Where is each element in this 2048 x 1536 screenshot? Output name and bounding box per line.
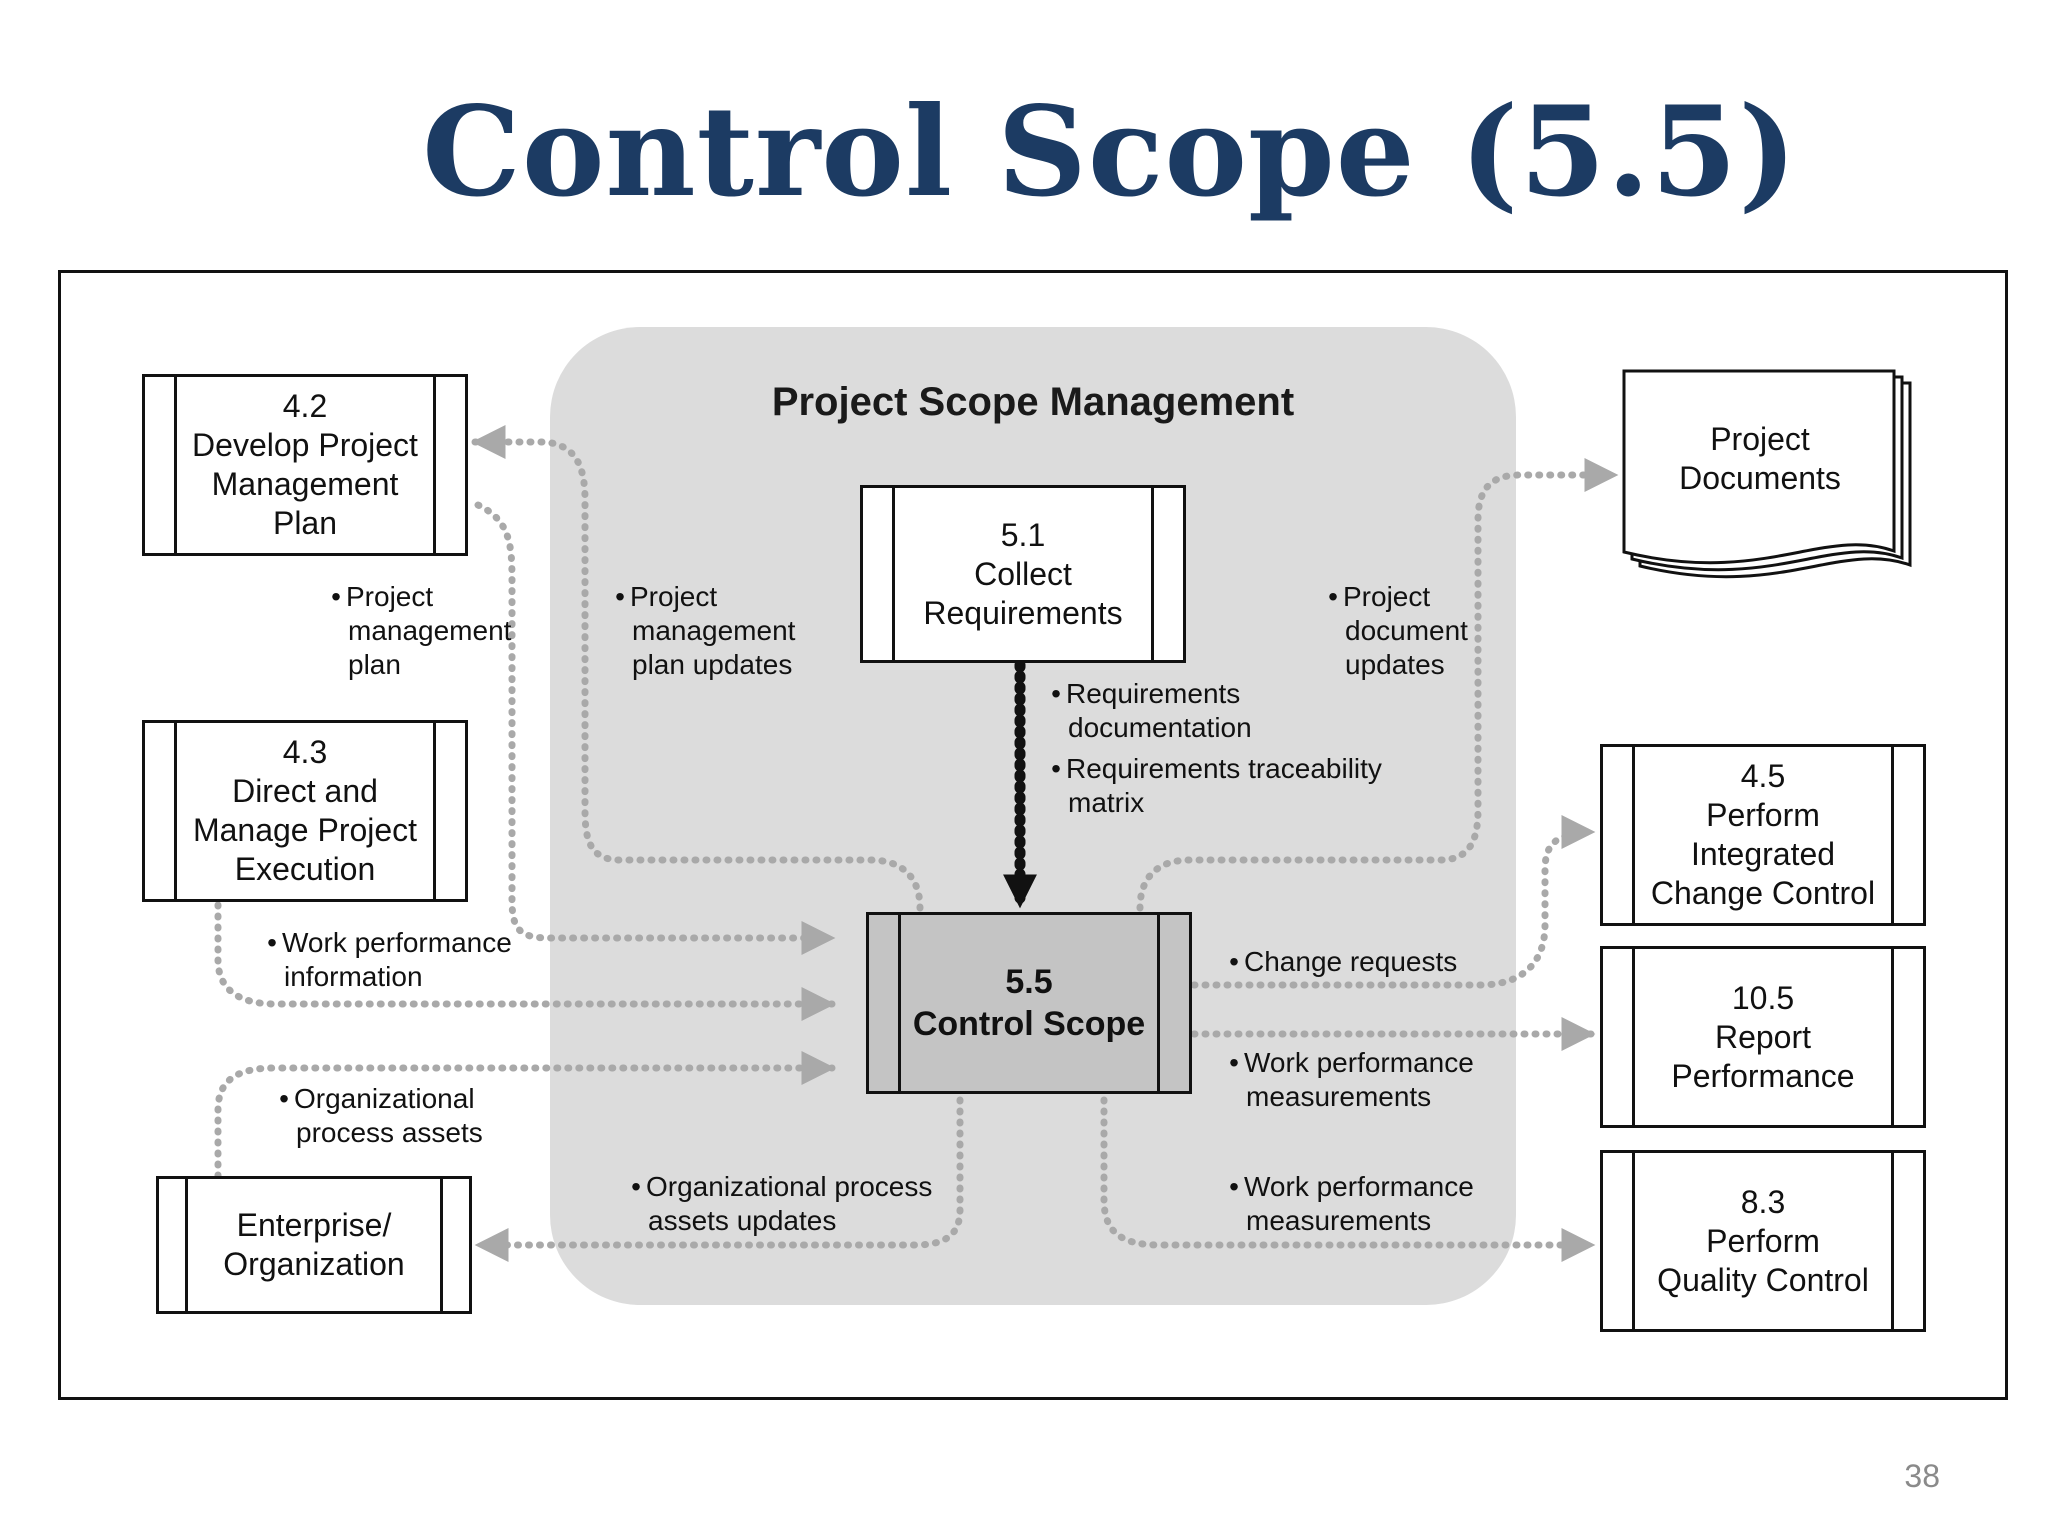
process-5-5-control-scope: 5.5 Control Scope bbox=[866, 912, 1192, 1094]
label-document-updates: •Project document updates bbox=[1328, 581, 1468, 680]
label-requirements-traceability-matrix: •Requirements traceability matrix bbox=[1051, 753, 1382, 818]
process-name-line: Quality Control bbox=[1657, 1261, 1869, 1298]
process-name-line: Report bbox=[1714, 1018, 1812, 1055]
label-work-performance-measurements-quality: •Work performance measurements bbox=[1229, 1171, 1474, 1236]
process-number: 10.5 bbox=[1731, 979, 1795, 1016]
process-number: 5.5 bbox=[1005, 963, 1053, 1001]
process-4-2-develop-project-management-plan: 4.2 Develop Project Management Plan bbox=[142, 374, 468, 556]
process-name-line: Direct and bbox=[232, 773, 378, 809]
process-name-line: Perform bbox=[1706, 1222, 1820, 1259]
process-name-line: Manage Project bbox=[192, 812, 418, 848]
flow-work-perf-info bbox=[214, 901, 836, 1021]
panel-title: Project Scope Management bbox=[771, 380, 1295, 424]
process-name-line: Perform bbox=[1706, 797, 1820, 833]
process-name-line: Control Scope bbox=[912, 1005, 1146, 1043]
process-number: 8.3 bbox=[1740, 1183, 1786, 1220]
label-organizational-process-assets: •Organizational process assets bbox=[279, 1083, 483, 1148]
process-name-line: Management bbox=[211, 466, 399, 502]
project-documents-shape bbox=[1622, 369, 1912, 579]
process-number: 4.2 bbox=[282, 388, 328, 424]
process-number: 5.1 bbox=[1000, 516, 1046, 553]
flow-org-assets-updates bbox=[474, 1096, 964, 1262]
process-5-1-collect-requirements: 5.1 Collect Requirements bbox=[860, 485, 1186, 663]
flow-change-requests bbox=[1190, 815, 1596, 989]
page-number: 38 bbox=[1904, 1458, 1940, 1494]
flow-org-assets bbox=[214, 1051, 836, 1180]
label-plan-updates: •Project management plan updates bbox=[615, 581, 796, 680]
process-8-3-perform-quality-control: 8.3 Perform Quality Control bbox=[1600, 1150, 1926, 1332]
process-number: 4.5 bbox=[1740, 758, 1786, 794]
process-name-line: Develop Project bbox=[192, 427, 418, 463]
slide-title: Control Scope (5.5) bbox=[422, 80, 1798, 225]
label-organizational-process-assets-updates: •Organizational process assets updates bbox=[631, 1171, 933, 1236]
documents-name-line: Documents bbox=[1679, 460, 1841, 496]
process-4-3-direct-and-manage-project-execution: 4.3 Direct and Manage Project Execution bbox=[142, 720, 468, 902]
label-change-requests: •Change requests bbox=[1229, 946, 1458, 977]
enterprise-organization: Enterprise/ Organization bbox=[156, 1176, 472, 1314]
label-project-management-plan: •Project management plan bbox=[331, 581, 512, 680]
flow-pm-plan bbox=[474, 501, 836, 955]
flow-pm-plan-updates bbox=[471, 425, 924, 912]
entity-name-line: Organization bbox=[223, 1246, 405, 1282]
process-10-5-report-performance: 10.5 Report Performance bbox=[1600, 946, 1926, 1128]
label-work-performance-information: •Work performance information bbox=[267, 927, 512, 992]
label-requirements-documentation: •Requirements documentation bbox=[1051, 678, 1252, 743]
process-4-5-perform-integrated-change-control: 4.5 Perform Integrated Change Control bbox=[1600, 744, 1926, 926]
label-work-performance-measurements-report: •Work performance measurements bbox=[1229, 1047, 1474, 1112]
process-name-line: Collect bbox=[974, 555, 1072, 592]
process-number: 4.3 bbox=[282, 734, 328, 770]
process-name-line: Plan bbox=[272, 505, 338, 541]
entity-name-line: Enterprise/ bbox=[236, 1207, 392, 1243]
flow-document-updates bbox=[1136, 458, 1619, 912]
process-name-line: Requirements bbox=[923, 594, 1123, 631]
documents-name-line: Project bbox=[1710, 421, 1810, 457]
process-name-line: Performance bbox=[1671, 1057, 1855, 1094]
process-name-line: Integrated bbox=[1690, 836, 1836, 872]
process-name-line: Change Control bbox=[1650, 875, 1876, 911]
process-name-line: Execution bbox=[234, 851, 376, 887]
flow-wpm-quality bbox=[1100, 1096, 1596, 1262]
project-documents: Project Documents bbox=[1630, 420, 1890, 498]
